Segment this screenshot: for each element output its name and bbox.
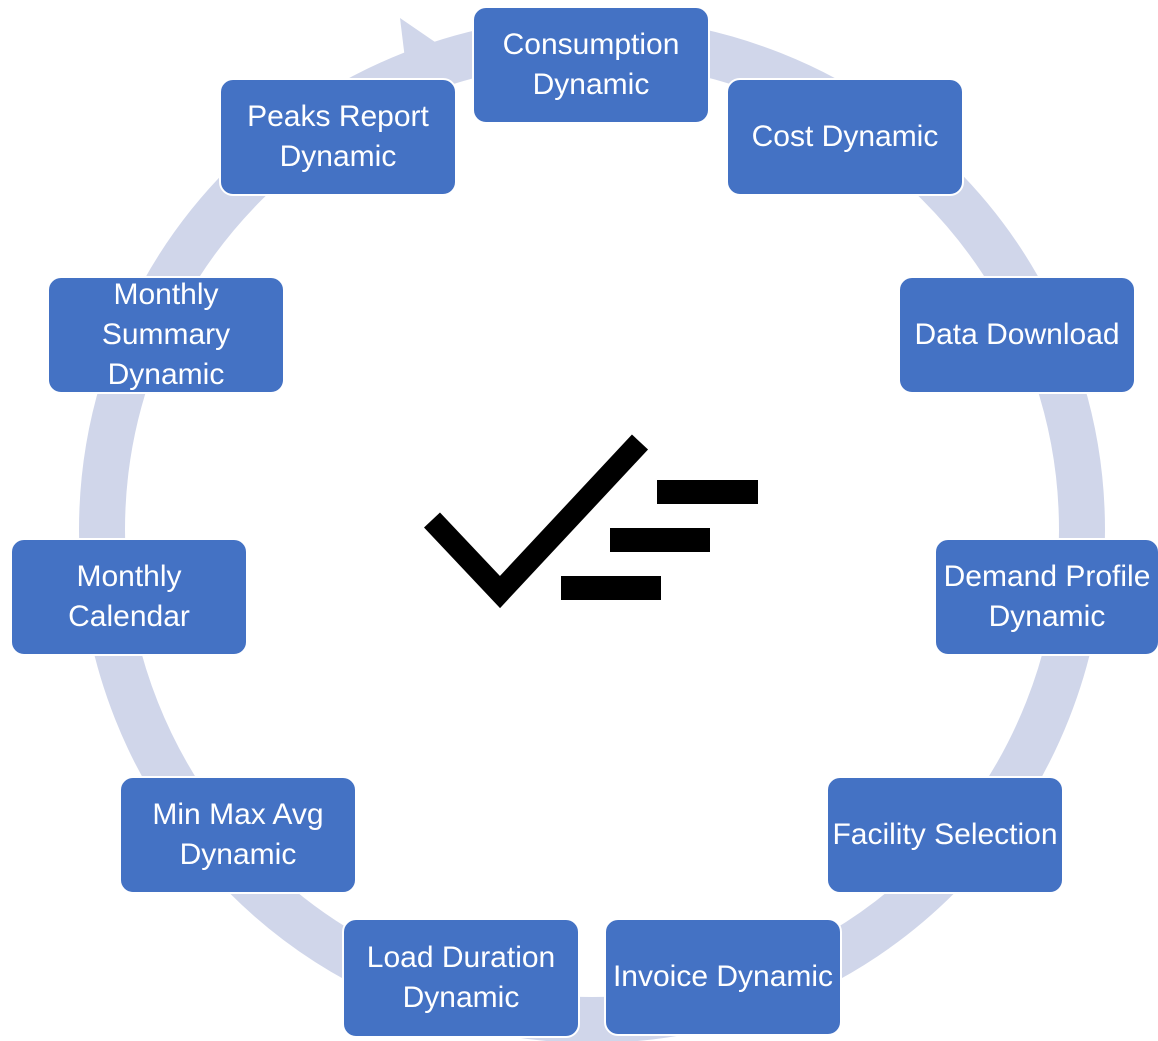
node-label: Consumption Dynamic [502,28,680,101]
node-cost-dynamic: Cost Dynamic [726,78,964,196]
node-label: Monthly Summary Dynamic [101,278,231,391]
node-label: Data Download [914,318,1120,351]
node-label: Min Max Avg Dynamic [152,798,324,871]
node-invoice-dynamic: Invoice Dynamic [604,918,842,1036]
checkmark-icon [424,434,649,609]
node-demand-profile-dynamic: Demand Profile Dynamic [934,538,1158,656]
node-label: Invoice Dynamic [612,960,834,993]
checklist-icon [424,434,758,609]
node-label: Monthly Calendar [68,560,190,633]
node-min-max-avg-dynamic: Min Max Avg Dynamic [119,776,357,894]
checklist-line [561,576,661,600]
node-label: Peaks Report Dynamic [247,100,429,173]
node-label: Facility Selection [832,818,1058,851]
node-monthly-calendar: Monthly Calendar [10,538,248,656]
checklist-line [657,480,758,504]
node-monthly-summary-dynamic: Monthly Summary Dynamic [47,276,285,394]
node-data-download: Data Download [898,276,1136,394]
node-load-duration-dynamic: Load Duration Dynamic [342,918,580,1038]
node-label: Load Duration Dynamic [366,941,556,1014]
node-peaks-report-dynamic: Peaks Report Dynamic [219,78,457,196]
node-consumption-dynamic: Consumption Dynamic [472,6,710,124]
checklist-line [610,528,710,552]
node-label: Cost Dynamic [751,120,939,153]
node-facility-selection: Facility Selection [826,776,1064,894]
node-label: Demand Profile Dynamic [943,560,1151,633]
